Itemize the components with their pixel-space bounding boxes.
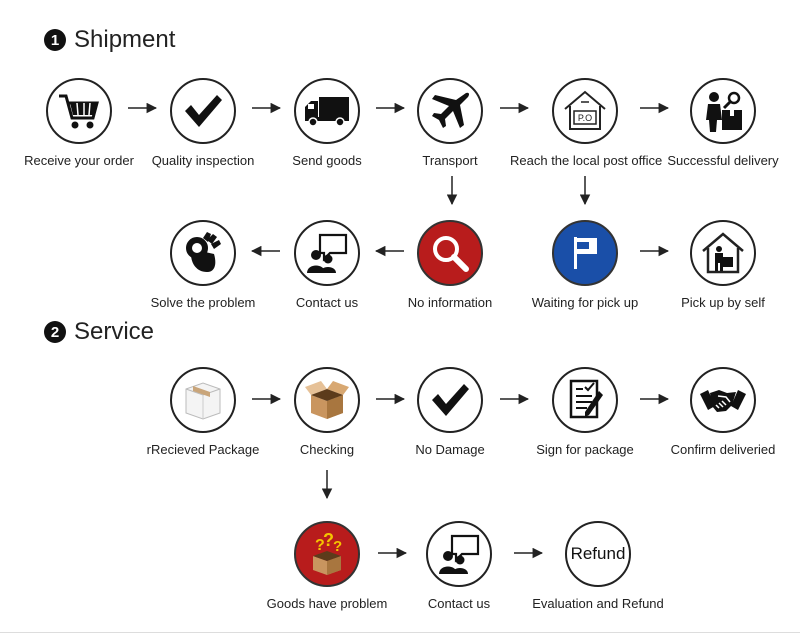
node-sign-package: Sign for package [510,367,660,457]
node-no-information: No information [375,220,525,310]
chat-people-icon [426,521,492,587]
magnifier-icon [417,220,483,286]
open-box-icon [294,367,360,433]
node-post-office: P.O Reach the local post office [510,78,663,168]
shopping-cart-icon [46,78,112,144]
refund-text-icon: Refund [565,521,631,587]
node-solve-problem: Solve the problem [128,220,278,310]
node-label: Evaluation and Refund [532,596,664,611]
node-label: rRecieved Package [146,442,260,457]
house-box-icon [690,220,756,286]
node-quality-inspection: Quality inspection [128,78,278,168]
node-contact-us: Contact us [252,220,402,310]
checkmark-icon [417,367,483,433]
section-title: Service [74,318,155,345]
node-goods-problem: ? ? ? Goods have problem [252,521,402,611]
node-label: Quality inspection [151,153,255,168]
node-label: Pick up by self [681,295,765,310]
node-no-damage: No Damage [375,367,525,457]
node-receive-order: Receive your order [4,78,154,168]
delivery-person-icon [690,78,756,144]
shipment-heading: 1 Shipment [44,26,175,54]
node-received-package: rRecieved Package [128,367,278,457]
section-number-badge: 1 [44,29,66,51]
handshake-icon [690,367,756,433]
svg-text:?: ? [323,530,334,550]
post-office-sign: P.O [578,113,592,123]
node-label: Receive your order [24,153,134,168]
node-label: Contact us [295,295,359,310]
node-waiting-pickup: Waiting for pick up [510,220,660,310]
node-successful-delivery: Successful delivery [648,78,798,168]
svg-text:?: ? [315,537,325,554]
node-label: Reach the local post office [510,153,663,168]
ok-hand-icon [170,220,236,286]
node-confirm-delivered: Confirm deliveried [648,367,798,457]
flag-icon [552,220,618,286]
node-checking: Checking [252,367,402,457]
checkmark-icon [170,78,236,144]
package-icon [170,367,236,433]
node-label: No Damage [415,442,485,457]
node-label: Waiting for pick up [531,295,639,310]
node-transport: Transport [375,78,525,168]
svg-text:?: ? [333,538,342,555]
service-heading: 2 Service [44,318,154,346]
divider [0,632,800,633]
node-evaluation-refund: Refund Evaluation and Refund [523,521,673,611]
post-office-icon: P.O [552,78,618,144]
chat-people-icon [294,220,360,286]
section-number-badge: 2 [44,321,66,343]
node-label: Sign for package [536,442,634,457]
question-box-icon: ? ? ? [294,521,360,587]
node-label: Solve the problem [150,295,256,310]
airplane-icon [417,78,483,144]
node-label: Send goods [292,153,362,168]
truck-icon [294,78,360,144]
sign-document-icon [552,367,618,433]
node-label: Checking [299,442,355,457]
node-label: Confirm deliveried [670,442,776,457]
node-contact-us-service: Contact us [384,521,534,611]
node-pickup-self: Pick up by self [648,220,798,310]
node-label: Contact us [427,596,491,611]
node-label: Goods have problem [266,596,388,611]
node-label: No information [407,295,493,310]
refund-text: Refund [570,544,626,563]
node-label: Successful delivery [667,153,779,168]
node-send-goods: Send goods [252,78,402,168]
node-label: Transport [422,153,478,168]
section-title: Shipment [74,26,176,53]
